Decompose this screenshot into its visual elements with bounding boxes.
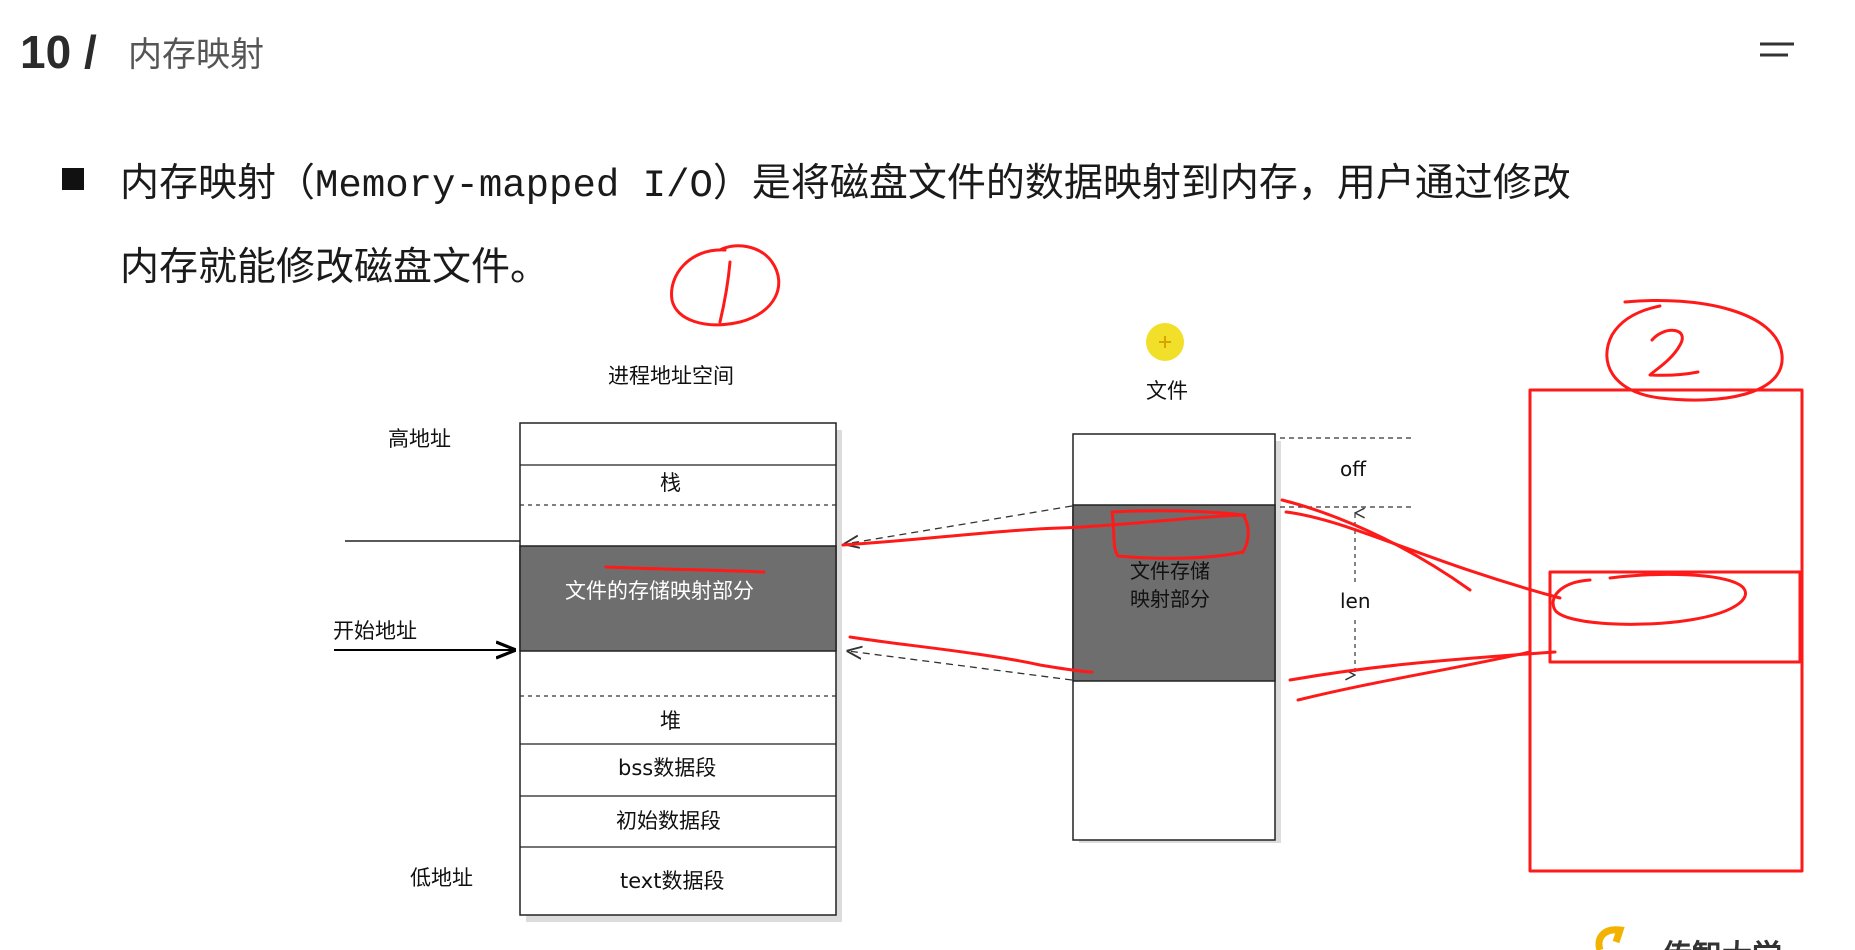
- menu-icon[interactable]: [1755, 38, 1797, 57]
- annotation-file-region-box: [1110, 509, 1250, 560]
- process-space-title: 进程地址空间: [608, 364, 734, 388]
- bullet-line-1: 内存映射（Memory-mapped I/O）是将磁盘文件的数据映射到内存，用户…: [120, 161, 1571, 208]
- slide-title: 内存映射: [128, 35, 264, 75]
- annotation-memory-box: [1528, 388, 1804, 873]
- annotation-memory-region-box: [1548, 570, 1802, 664]
- annotation-circle-2: [1605, 298, 1784, 402]
- logo-text: 传智大学: [1661, 939, 1782, 950]
- annotation-line-top-left: [841, 513, 1247, 547]
- cursor-highlight-icon: [1146, 323, 1184, 361]
- annotation-circle-1: [670, 244, 781, 327]
- high-address-label: 高地址: [388, 427, 451, 451]
- heap-label: 堆: [660, 709, 681, 733]
- annotation-digit-2: [1648, 328, 1700, 377]
- annotation-memory-region-scribble: [1551, 572, 1747, 626]
- len-label: len: [1340, 589, 1371, 613]
- annotation-line-top-right-b: [1284, 510, 1562, 600]
- process-address-box: [519, 422, 842, 922]
- file-mapped-label-line1: 文件存储: [1130, 559, 1210, 583]
- low-address-label: 低地址: [410, 866, 473, 890]
- annotation-line-bottom-left: [848, 635, 1094, 674]
- bullet-line-1-pre: 内存映射（: [120, 161, 315, 206]
- annotation-digit-1: [718, 260, 732, 324]
- slide-number: 10 /: [20, 26, 97, 78]
- mapped-region: [519, 545, 837, 652]
- bullet-line-1-post: ）是将磁盘文件的数据映射到内存，用户通过修改: [713, 161, 1571, 206]
- file-mapped-label-line2: 映射部分: [1130, 587, 1210, 611]
- annotation-underline: [604, 565, 766, 574]
- bullet-line-2: 内存就能修改磁盘文件。: [120, 245, 549, 290]
- bss-segment-label: bss数据段: [618, 756, 716, 780]
- file-title: 文件: [1146, 379, 1188, 403]
- mapping-arrow-bottom: [848, 651, 1073, 681]
- logo-mark-icon: [1595, 926, 1625, 950]
- logo: 传智大学: [1595, 926, 1782, 950]
- off-label: off: [1340, 457, 1367, 481]
- mapping-arrow-top: [845, 505, 1073, 544]
- init-data-segment-label: 初始数据段: [616, 809, 721, 833]
- bullet-square-icon: [62, 168, 84, 190]
- annotation-line-bottom-right-b: [1296, 650, 1532, 702]
- mapped-region-label: 文件的存储映射部分: [565, 579, 754, 603]
- text-segment-label: text数据段: [620, 869, 724, 893]
- annotation-line-top-right-a: [1280, 498, 1472, 592]
- bullet-line-1-code: Memory-mapped I/O: [315, 164, 713, 208]
- file-mapped-region: [1072, 504, 1276, 682]
- stack-label: 栈: [660, 471, 681, 495]
- start-address-label: 开始地址: [333, 619, 417, 643]
- file-box: [1072, 433, 1281, 843]
